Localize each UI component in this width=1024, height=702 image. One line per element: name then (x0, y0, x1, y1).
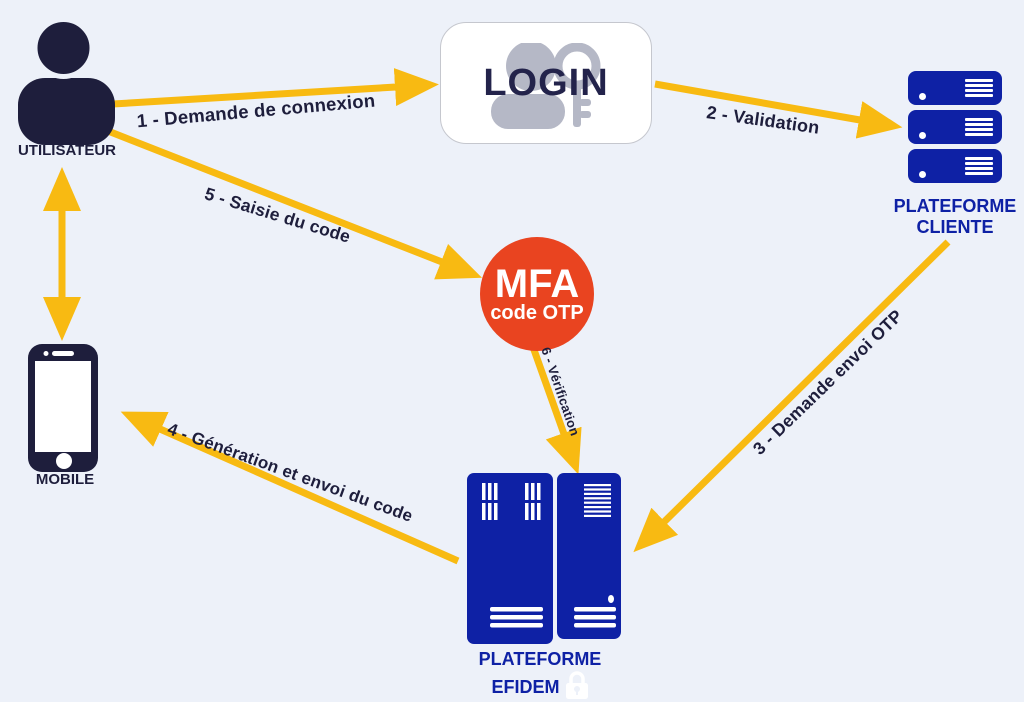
user-icon (17, 6, 116, 151)
mfa-title: MFA (494, 262, 580, 306)
mfa-subtitle: code OTP (490, 302, 584, 324)
client-platform-label: PLATEFORME CLIENTE (893, 196, 1017, 237)
arrow-step1 (112, 68, 439, 108)
mobile-label: MOBILE (35, 471, 95, 488)
efidem-platform-label: PLATEFORME EFIDEM (455, 648, 625, 700)
padlock-icon (565, 671, 588, 699)
user-key-icon (491, 43, 601, 129)
arrow-step6 (529, 345, 582, 475)
arrow-step4 (120, 411, 460, 565)
smartphone-icon (28, 344, 98, 477)
arrow-step5 (106, 127, 483, 280)
arrow-step3 (633, 239, 951, 553)
arrow-step2 (654, 80, 903, 139)
server-unit (908, 71, 1002, 105)
login-box: LOGIN (440, 22, 652, 144)
server-unit (908, 110, 1002, 144)
server-unit (908, 149, 1002, 183)
mfa-badge: MFA code OTP (480, 237, 594, 351)
server-cabinet-icon (467, 473, 622, 650)
login-label: LOGIN (483, 61, 609, 104)
server-stack-icon (908, 71, 1002, 188)
user-label: UTILISATEUR (17, 142, 117, 159)
